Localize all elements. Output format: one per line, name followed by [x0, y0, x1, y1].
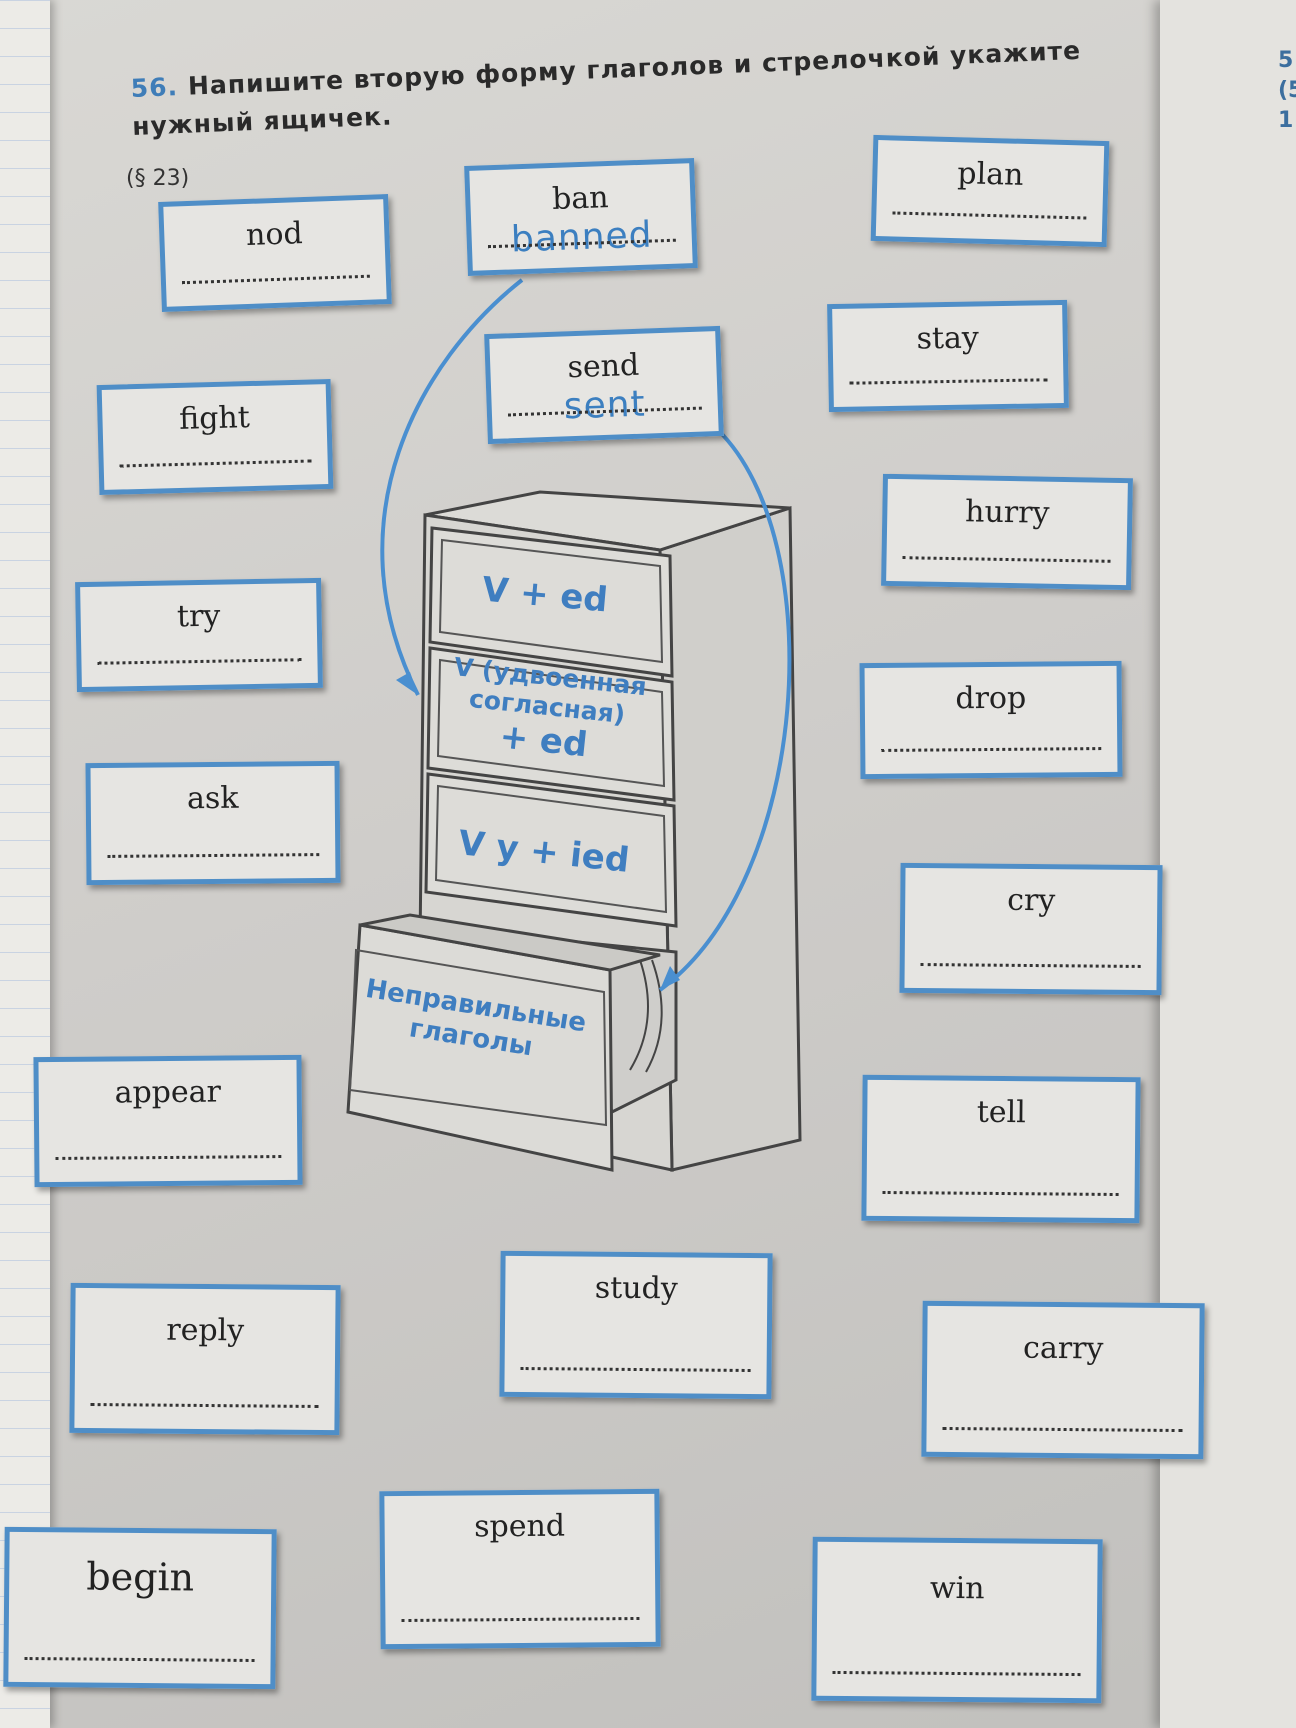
answer-line [97, 658, 302, 665]
answer-line [55, 1155, 282, 1160]
answer-line [832, 1670, 1081, 1677]
card-appear[interactable]: appear [33, 1054, 303, 1188]
answer-line [849, 378, 1048, 385]
card-begin[interactable]: begin [3, 1526, 277, 1690]
card-study[interactable]: study [499, 1250, 773, 1400]
card-carry[interactable]: carry [921, 1300, 1205, 1460]
card-try[interactable]: try [75, 577, 323, 693]
card-ask[interactable]: ask [85, 760, 341, 886]
answer-line [90, 1403, 319, 1408]
card-tell[interactable]: tell [861, 1074, 1141, 1224]
answer-line [401, 1616, 640, 1623]
next-page-text-fragment: 5 (5 1 [1278, 48, 1296, 133]
arrow-ban-to-drawer-2 [380, 278, 524, 696]
paragraph-reference: (§ 23) [126, 166, 190, 191]
card-drop[interactable]: drop [859, 660, 1123, 780]
answer-line [892, 211, 1087, 220]
answer-ban[interactable]: banned [510, 214, 654, 261]
card-stay[interactable]: stay [827, 299, 1069, 413]
card-cry[interactable]: cry [899, 862, 1163, 996]
answer-line [119, 459, 312, 468]
cabinet-side [658, 505, 802, 1172]
answer-line [942, 1426, 1183, 1433]
answer-line [882, 1190, 1119, 1197]
card-win[interactable]: win [811, 1536, 1103, 1704]
card-hurry[interactable]: hurry [881, 473, 1133, 591]
answer-line [520, 1366, 751, 1373]
notebook-sheet-edge [0, 0, 50, 1728]
answer-line [902, 556, 1111, 563]
card-plan[interactable]: plan [870, 134, 1110, 248]
answer-line [107, 853, 320, 858]
answer-send[interactable]: sent [563, 383, 647, 428]
card-reply[interactable]: reply [69, 1282, 341, 1436]
card-fight[interactable]: fight [96, 378, 334, 496]
card-nod[interactable]: nod [158, 194, 392, 312]
answer-line [920, 963, 1141, 968]
card-spend[interactable]: spend [379, 1488, 661, 1650]
arrow-send-to-irregular [658, 428, 792, 992]
card-ban[interactable]: ban banned [464, 158, 698, 276]
answer-line [24, 1656, 255, 1663]
answer-line [181, 274, 370, 285]
answer-line [881, 747, 1102, 752]
drawer-label-double-consonant: V (удвоенная согласная) + ed [452, 652, 648, 766]
card-send[interactable]: send sent [484, 325, 724, 445]
